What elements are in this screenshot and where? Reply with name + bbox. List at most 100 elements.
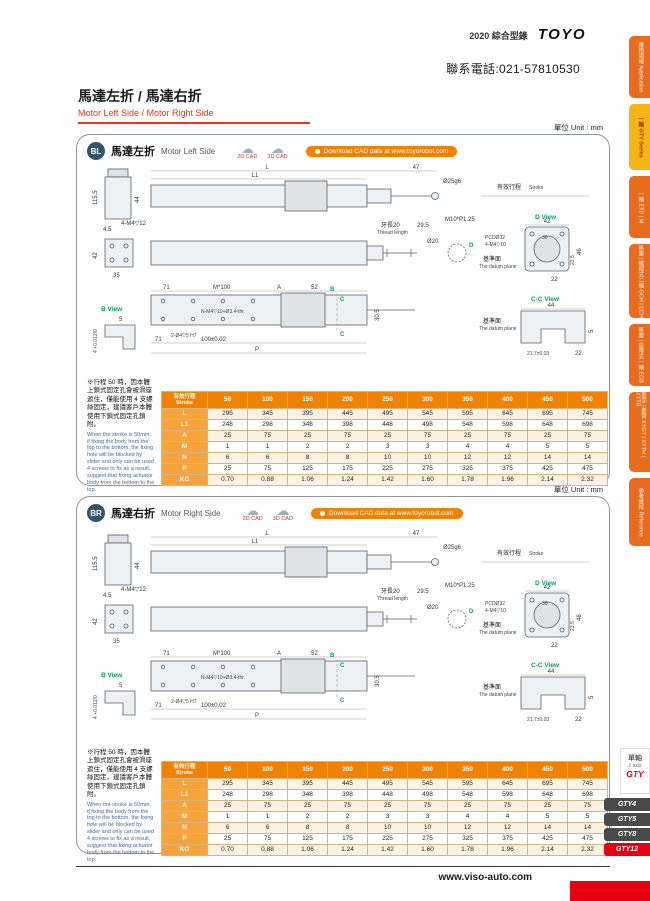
d-view-label: D View xyxy=(535,214,557,221)
table-cell: 4 xyxy=(447,440,488,453)
actuator-drawing: 115.5 44 L 47 L1 Ø25g6 有效行程 Stroke 4.5 4… xyxy=(93,165,595,357)
stroke-column-header: 500 xyxy=(567,761,608,779)
page-subtitle: Motor Left Side / Motor Right Side xyxy=(78,108,214,118)
axis-series-label: GTY xyxy=(626,769,644,779)
table-cell: 745 xyxy=(567,407,608,420)
table-cell: 5 xyxy=(567,440,608,453)
table-cell: 2 xyxy=(327,440,368,453)
cad-3d-link[interactable]: ☁ 3D CAD xyxy=(267,142,287,160)
table-cell: 75 xyxy=(247,832,288,845)
table-cell: 175 xyxy=(327,832,368,845)
row-label: P xyxy=(161,832,208,845)
dim-44b: 44 xyxy=(548,303,555,309)
section-mark-c: C xyxy=(340,698,345,704)
model-tab-gty8[interactable]: GTY8 xyxy=(604,828,650,841)
table-cell: 2 xyxy=(287,440,328,453)
table-cell: 10 xyxy=(407,821,448,834)
dim-52: 52 xyxy=(311,285,318,291)
model-tab-gty4[interactable]: GTY4 xyxy=(604,798,650,811)
dim-n-m4: N-M4▽10+Ø3.4-thr. xyxy=(201,309,245,315)
row-label: L1 xyxy=(161,788,208,801)
dim-100: 100±0.02 xyxy=(201,703,227,709)
section-mark-d: D xyxy=(469,243,474,249)
model-tab-gty12[interactable]: GTY12 xyxy=(604,843,650,856)
d-view-label: D View xyxy=(535,580,557,587)
dim-52: 52 xyxy=(311,651,318,657)
table-cell: 495 xyxy=(367,407,408,420)
axis-series-box: 單軸 1 axis GTY xyxy=(620,748,650,794)
cloud-download-icon: ☁ xyxy=(276,502,290,518)
table-cell: 14 xyxy=(567,451,608,464)
dim-rod: Ø25g6 xyxy=(443,179,462,185)
section-mark-b: B xyxy=(330,287,335,293)
technical-drawing-br: 115.5 44 L 47 L1 Ø25g6 有效行程 Stroke 4.5 4… xyxy=(85,529,603,753)
dim-d20: Ø20 xyxy=(427,239,439,245)
unit-label: 單位 Unit : mm xyxy=(553,485,603,494)
cad-2d-label: 2D CAD xyxy=(242,515,263,522)
sidebar-tab-gty-series[interactable]: 一軸 GTY Series xyxy=(629,104,650,170)
stroke-column-header: 300 xyxy=(407,761,448,779)
stroke-column-header: 50 xyxy=(207,761,248,779)
stub-view: 4.5 4-M4▽12 42 35 xyxy=(93,587,147,645)
table-cell: 498 xyxy=(407,788,448,801)
dim-4-5: 4.5 xyxy=(103,227,112,233)
table-cell: 325 xyxy=(447,832,488,845)
table-cell: 8 xyxy=(327,821,368,834)
table-cell: 745 xyxy=(567,777,608,790)
datum-zh: 基準面 xyxy=(483,621,501,629)
table-cell: 10 xyxy=(367,451,408,464)
row-label: M xyxy=(161,810,208,823)
cad-2d-link[interactable]: ☁ 2D CAD xyxy=(237,142,257,160)
dim-21-7: 21.7±0.03 xyxy=(527,717,549,723)
row-label: P xyxy=(161,462,208,475)
sidebar-tab-application[interactable]: 應用領域 Application xyxy=(629,36,650,98)
title-underline xyxy=(78,122,310,124)
table-cell: 8 xyxy=(287,821,328,834)
cad-3d-link[interactable]: ☁ 3D CAD xyxy=(273,502,293,522)
table-cell: 12 xyxy=(487,821,528,834)
table-cell: 75 xyxy=(247,799,288,812)
stroke-column-header: 450 xyxy=(527,391,568,409)
download-cad-button[interactable]: Download CAD data at www.toyorobot.com xyxy=(305,145,458,157)
sidebar-tab-reference[interactable]: 參考資料 Reference xyxy=(629,478,650,546)
panel-title: 馬達左折 xyxy=(111,146,155,158)
cad-2d-link[interactable]: ☁ 2D CAD xyxy=(242,504,263,522)
stroke-column-header: 100 xyxy=(247,761,288,779)
datum-zh: 基準面 xyxy=(483,255,501,263)
mount-view: 71 M*100 A 52 N-M4▽10+Ø3.4-thr. B C C 30… xyxy=(150,651,415,720)
table-cell: 698 xyxy=(567,418,608,431)
sidebar-tab-etb-m[interactable]: 一軸 ETB | M xyxy=(629,176,650,238)
table-cell: 1.24 xyxy=(327,843,368,856)
b-view-label: B View xyxy=(101,672,123,679)
dim-42: 42 xyxy=(93,252,99,259)
table-cell: 2.14 xyxy=(527,843,568,856)
stroke-note-zh: ※行程 50 時，因本體上鎖式固定孔會被滑座遮住，僅能使用 4 支螺絲固定，建議… xyxy=(87,379,153,429)
sidebar-tab-gch-ech[interactable]: 無塵 | 螺桿式二軸 GCH | ECH xyxy=(629,244,650,318)
dim-stroke-en: Stroke xyxy=(529,185,544,191)
dim-29-5: 29.5 xyxy=(417,589,429,595)
table-cell: 25 xyxy=(207,832,248,845)
sidebar-tab-xygt[interactable]: 直交 | 懸臂 XYGT | XYTH | XYTB xyxy=(629,392,650,472)
dim-pcd: PCDØ32 xyxy=(485,601,505,607)
dim-30: 30 xyxy=(542,235,548,241)
row-label: M xyxy=(161,440,208,453)
table-cell: 545 xyxy=(407,777,448,790)
table-cell: 25 xyxy=(527,429,568,442)
row-label: KG xyxy=(161,843,208,856)
table-cell: 448 xyxy=(367,788,408,801)
datum-en: The datum plane xyxy=(479,326,517,332)
sidebar-tab-ecb[interactable]: 無塵 | 皮帶式一軸 ECB xyxy=(629,324,650,386)
panel-header: BR 馬達右折 Motor Right Side ☁ 2D CAD ☁ 3D C… xyxy=(77,497,609,522)
panel-header: BL 馬達左折 Motor Left Side ☁ 2D CAD ☁ 3D CA… xyxy=(77,135,609,160)
dim-5: 5 xyxy=(119,317,123,323)
table-cell: 598 xyxy=(487,788,528,801)
model-tab-gty5[interactable]: GTY5 xyxy=(604,813,650,826)
table-cell: 1.60 xyxy=(407,843,448,856)
download-cad-button[interactable]: Download CAD data at www.toyorobot.com xyxy=(310,507,463,519)
table-cell: 595 xyxy=(447,777,488,790)
